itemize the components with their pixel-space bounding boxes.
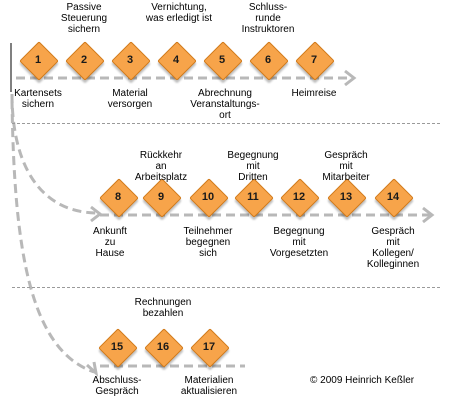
step-14-number: 14	[386, 191, 400, 203]
curve-to-row2	[10, 93, 99, 215]
step-16-number: 16	[156, 341, 170, 353]
step-6-label: Schluss- runde Instruktoren	[241, 2, 295, 35]
step-6-number: 6	[264, 54, 272, 66]
separator-1	[12, 123, 440, 124]
step-9-number: 9	[157, 191, 165, 203]
step-11-number: 11	[247, 191, 259, 203]
step-5-label: Abrechnung Veranstaltungs- ort	[190, 88, 260, 121]
step-9-label: Rückkehr an Arbeitsplatz	[134, 150, 188, 183]
step-13-label: Gespräch mit Mitarbeiter	[322, 150, 370, 183]
step-4-number: 4	[172, 54, 180, 66]
step-17-label: Materialien aktualisieren	[180, 375, 238, 397]
step-15-label: Abschluss- Gespräch	[92, 375, 142, 397]
step-14-label: Gespräch mit Kollegen/ Kolleginnen	[366, 226, 420, 270]
step-8-number: 8	[114, 191, 122, 203]
step-15-number: 15	[110, 341, 124, 353]
curve-to-row3	[10, 99, 95, 374]
step-16-label: Rechnungen bezahlen	[134, 297, 192, 319]
separator-2	[12, 287, 440, 288]
step-4-label: Vernichtung, was erledigt ist	[145, 2, 213, 24]
step-8-label: Ankunft zu Hause	[93, 226, 127, 259]
step-1-number: 1	[34, 54, 42, 66]
step-7-number: 7	[310, 54, 318, 66]
step-12-number: 12	[292, 191, 306, 203]
curve-to-row3-arrowhead	[86, 361, 99, 378]
step-11-label: Begegnung mit Dritten	[227, 150, 279, 183]
step-2-label: Passive Steuerung sichern	[60, 2, 108, 35]
step-10-label: Teilnehmer begegnen sich	[183, 226, 233, 259]
step-12-label: Begegnung mit Vorgesetzten	[269, 226, 329, 259]
step-2-number: 2	[80, 54, 88, 66]
step-17-number: 17	[202, 341, 216, 353]
row1-arrowhead	[344, 69, 357, 87]
step-1-label: Kartensets sichern	[14, 88, 62, 110]
copyright-text: © 2009 Heinrich Keßler	[310, 375, 415, 386]
row2-arrowhead	[422, 206, 435, 224]
step-5-number: 5	[218, 54, 226, 66]
curve-to-row2-arrowhead	[90, 205, 103, 223]
step-7-label: Heimreise	[291, 88, 337, 99]
step-3-number: 3	[126, 54, 134, 66]
step-13-number: 13	[339, 191, 353, 203]
step-3-label: Material versorgen	[107, 88, 153, 110]
step-10-number: 10	[201, 191, 215, 203]
